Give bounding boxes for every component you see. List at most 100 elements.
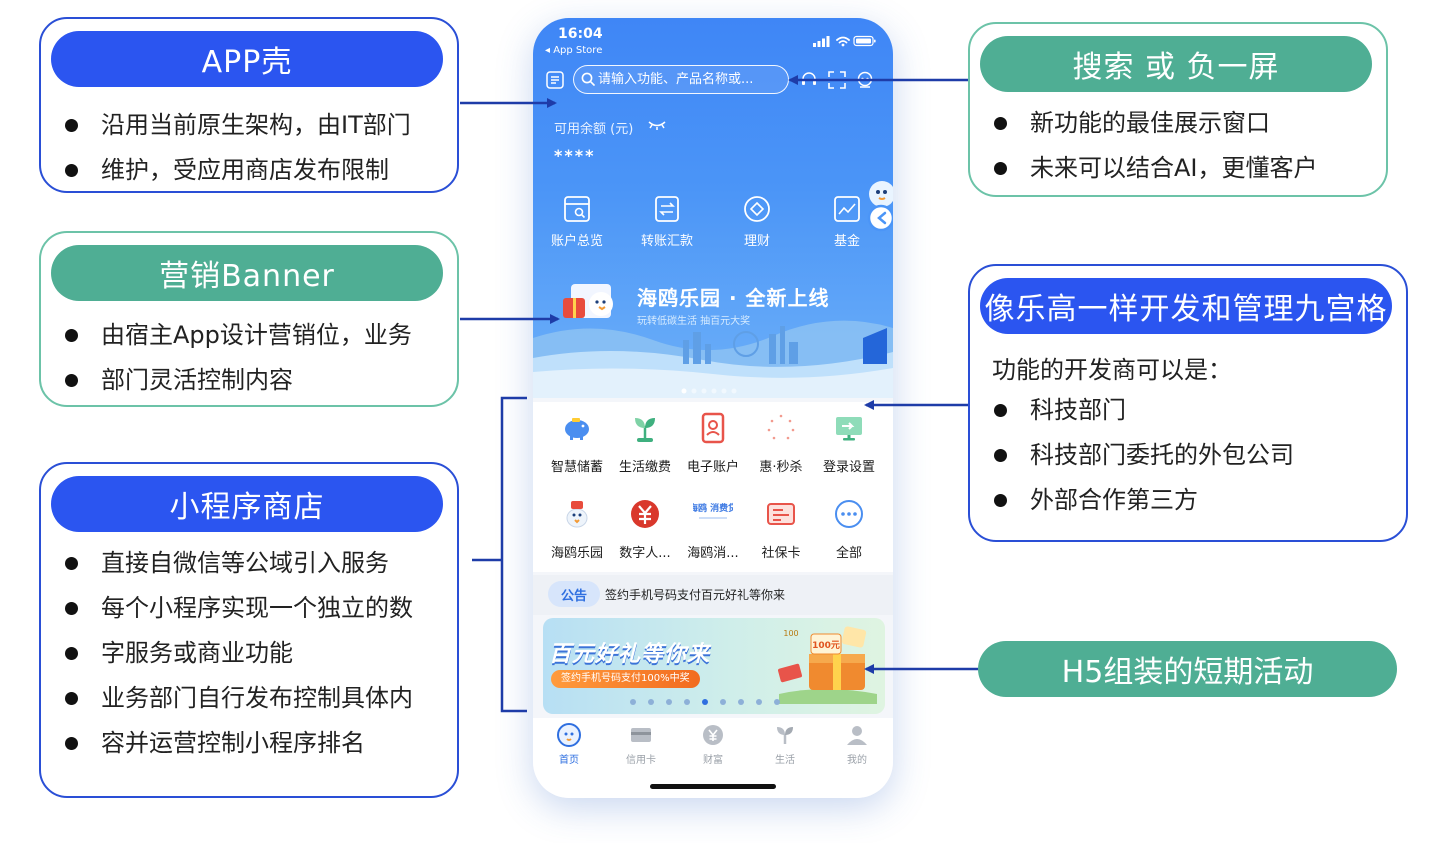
scan-qr-icon[interactable] bbox=[827, 70, 847, 90]
promo-title: 百元好礼等你来 bbox=[549, 642, 711, 667]
sprout-icon bbox=[635, 418, 655, 442]
signal-icon bbox=[813, 36, 830, 47]
monitor-icon bbox=[836, 417, 862, 441]
profile-icon bbox=[847, 726, 867, 745]
search-card: 搜索 或 负一屏 新功能的最佳展示窗口 未来可以结合AI，更懂客户 bbox=[968, 22, 1388, 197]
notice-bar[interactable]: 公告 签约手机号码支付百元好礼等你来 bbox=[533, 575, 893, 615]
search-bullet: 未来可以结合AI，更懂客户 bbox=[970, 146, 1318, 191]
search-bullets: 新功能的最佳展示窗口 未来可以结合AI，更懂客户 bbox=[970, 101, 1318, 191]
miniprogram-bullet: 直接自微信等公域引入服务 bbox=[41, 541, 413, 586]
tab-profile[interactable]: 我的 bbox=[827, 722, 887, 766]
h5-callout-pill: H5组装的短期活动 bbox=[978, 641, 1397, 697]
promo-subtitle: 签约手机号码支付100%中奖 bbox=[551, 670, 700, 688]
scan-doc-icon[interactable] bbox=[545, 70, 565, 90]
quick-action-wealth[interactable]: 理财 bbox=[717, 194, 797, 249]
marketing-banner[interactable]: 海鸥乐园 · 全新上线 玩转低碳生活 抽百元大奖 bbox=[533, 268, 893, 398]
grid-item-label: 海鸥消... bbox=[687, 546, 739, 561]
grid-callout-intro: 功能的开发商可以是： bbox=[992, 356, 1232, 384]
robot-assistant-icon[interactable] bbox=[855, 70, 875, 90]
tab-life[interactable]: 生活 bbox=[755, 722, 815, 766]
quick-action-transfer[interactable]: 转账汇款 bbox=[627, 194, 707, 249]
banner-carousel-dots bbox=[681, 388, 737, 394]
fund-chart-icon bbox=[834, 196, 860, 222]
phone-mockup: 16:04 ◂ App Store bbox=[533, 18, 893, 798]
banner-bullet: 由宿主App设计营销位，业务 bbox=[41, 313, 412, 358]
grid-item-label: 惠·秒杀 bbox=[759, 460, 803, 475]
seagull-mascot-icon[interactable] bbox=[866, 176, 893, 232]
eye-closed-icon[interactable] bbox=[647, 118, 667, 132]
miniprogram-bullet-continued: 容并运营控制小程序排名 bbox=[41, 721, 413, 766]
banner-subtitle-text: 玩转低碳生活 抽百元大奖 bbox=[637, 316, 751, 327]
seagull-consume-icon: 海鸥 消费贷 bbox=[693, 502, 733, 519]
customer-service-icon[interactable] bbox=[799, 70, 819, 90]
account-overview-icon bbox=[564, 196, 590, 222]
home-icon bbox=[557, 723, 581, 747]
bracket-miniprogram bbox=[472, 396, 527, 713]
grid-item-e-account[interactable]: 电子账户 bbox=[679, 410, 747, 475]
search-icon bbox=[581, 72, 595, 86]
promo-carousel-dots bbox=[630, 699, 780, 705]
grid-item-all[interactable]: 全部 bbox=[815, 496, 883, 561]
search-callout-title: 搜索 或 负一屏 bbox=[980, 36, 1372, 92]
feature-grid: 智慧储蓄 生活缴费 电子账户 惠·秒杀 bbox=[533, 402, 893, 572]
e-account-icon bbox=[701, 412, 725, 444]
wealth-coin-icon bbox=[703, 725, 723, 745]
grid-item-seagull-consume[interactable]: 海鸥 消费贷 海鸥消... bbox=[679, 496, 747, 561]
tab-label: 我的 bbox=[847, 755, 867, 766]
grid-item-life-payment[interactable]: 生活缴费 bbox=[611, 410, 679, 475]
grid-item-smart-savings[interactable]: 智慧储蓄 bbox=[543, 410, 611, 475]
search-input[interactable] bbox=[598, 69, 784, 90]
miniprogram-bullet-line: 字服务或商业功能 bbox=[101, 639, 293, 667]
coupon-amount-text: 100元 bbox=[812, 640, 840, 651]
grid-item-login-settings[interactable]: 登录设置 bbox=[815, 410, 883, 475]
app-shell-bullet-line2: 维护，受应用商店发布限制 bbox=[101, 156, 389, 184]
miniprogram-title: 小程序商店 bbox=[51, 476, 443, 532]
grid-card: 像乐高一样开发和管理九宫格 功能的开发商可以是： 科技部门 科技部门委托的外包公… bbox=[968, 264, 1408, 542]
status-time: 16:04 bbox=[558, 26, 603, 42]
digital-rmb-icon bbox=[631, 500, 659, 528]
grid-item-digital-rmb[interactable]: 数字人... bbox=[611, 496, 679, 561]
miniprogram-bullets: 直接自微信等公域引入服务 每个小程序实现一个独立的数 字服务或商业功能 业务部门… bbox=[41, 541, 413, 766]
app-shell-bullets: 沿用当前原生架构，由IT部门 维护，受应用商店发布限制 bbox=[41, 103, 411, 193]
app-shell-bullet-continued: 维护，受应用商店发布限制 bbox=[41, 148, 411, 193]
tab-credit-card[interactable]: 信用卡 bbox=[611, 722, 671, 766]
flash-sale-icon bbox=[767, 414, 795, 440]
tab-wealth[interactable]: 财富 bbox=[683, 722, 743, 766]
wifi-icon bbox=[836, 36, 850, 44]
miniprogram-bullet: 业务部门自行发布控制具体内 bbox=[41, 676, 413, 721]
banner-bullet-line2: 部门灵活控制内容 bbox=[101, 366, 293, 394]
tab-home[interactable]: 首页 bbox=[539, 722, 599, 766]
tab-label: 信用卡 bbox=[626, 755, 656, 766]
grid-item-label: 智慧储蓄 bbox=[550, 460, 603, 475]
search-bar[interactable] bbox=[573, 65, 789, 94]
miniprogram-bullet-line: 容并运营控制小程序排名 bbox=[101, 729, 365, 757]
back-to-app-store-link[interactable]: ◂ App Store bbox=[545, 45, 603, 56]
tab-label: 首页 bbox=[559, 755, 579, 766]
app-shell-title: APP壳 bbox=[51, 31, 443, 87]
quick-action-label: 基金 bbox=[833, 234, 860, 249]
gift-chest-illustration: 100元 100 bbox=[778, 626, 877, 704]
search-bullet: 新功能的最佳展示窗口 bbox=[970, 101, 1318, 146]
miniprogram-card: 小程序商店 直接自微信等公域引入服务 每个小程序实现一个独立的数 字服务或商业功… bbox=[39, 462, 459, 798]
balance-value: **** bbox=[554, 146, 596, 165]
battery-icon bbox=[853, 35, 876, 47]
grid-item-flash-sale[interactable]: 惠·秒杀 bbox=[747, 410, 815, 475]
quick-action-label: 账户总览 bbox=[550, 234, 603, 249]
grid-item-label: 电子账户 bbox=[686, 460, 739, 475]
home-indicator bbox=[650, 784, 776, 789]
wealth-icon bbox=[744, 196, 770, 222]
grid-bullet: 科技部门 bbox=[970, 388, 1294, 433]
grid-item-label: 全部 bbox=[835, 546, 862, 561]
quick-action-fund[interactable]: 基金 bbox=[807, 194, 887, 249]
h5-promo-banner[interactable]: 百元好礼等你来 签约手机号码支付100%中奖 100元 100 bbox=[543, 618, 885, 714]
tab-label: 生活 bbox=[775, 755, 795, 766]
miniprogram-bullet: 每个小程序实现一个独立的数 bbox=[41, 586, 413, 631]
grid-item-social-card[interactable]: 社保卡 bbox=[747, 496, 815, 561]
quick-action-account-overview[interactable]: 账户总览 bbox=[537, 194, 617, 249]
banner-title: 营销Banner bbox=[51, 245, 443, 301]
grid-item-seagull-park[interactable]: 海鸥乐园 bbox=[543, 496, 611, 561]
banner-card: 营销Banner 由宿主App设计营销位，业务 部门灵活控制内容 bbox=[39, 231, 459, 407]
banner-bullets: 由宿主App设计营销位，业务 部门灵活控制内容 bbox=[41, 313, 412, 403]
city-skyline-illustration bbox=[533, 284, 893, 398]
balance-label: 可用余额 (元) bbox=[554, 122, 634, 137]
